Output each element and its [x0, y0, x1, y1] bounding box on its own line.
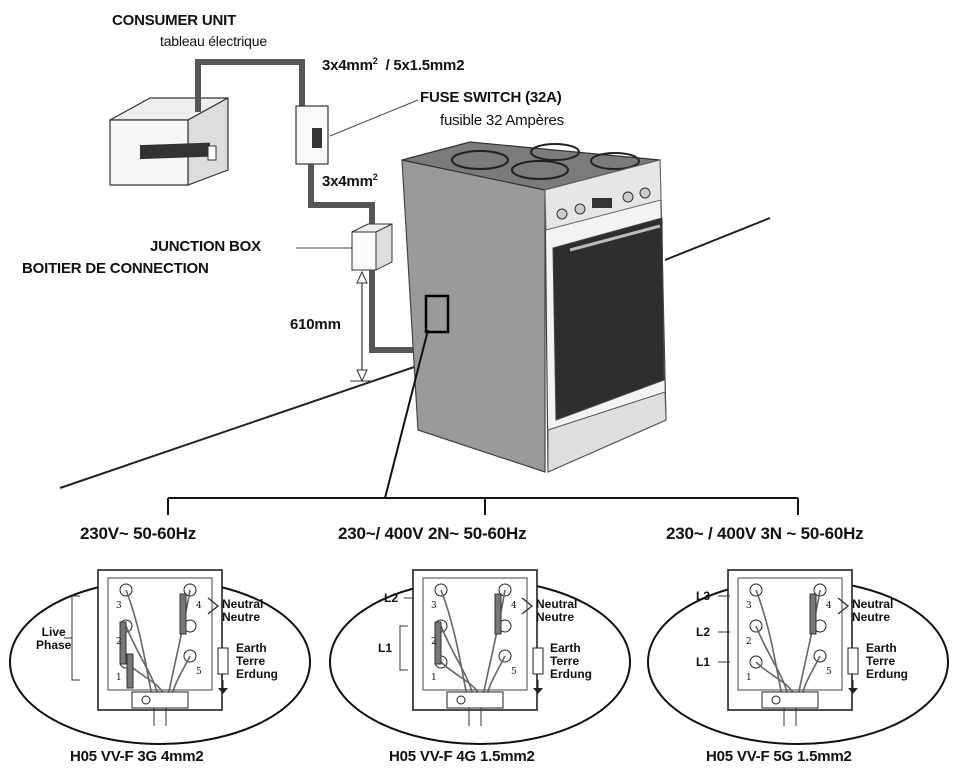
panel-1-cable: H05 VV-F 3G 4mm2: [70, 748, 204, 765]
cooker: [401, 141, 667, 473]
junction-box: [351, 223, 393, 271]
cable-to-junction: [308, 164, 375, 232]
fuse-leader-line: [329, 99, 419, 137]
p2-terminal-4: 4: [511, 601, 517, 611]
panel-1-supply: 230V~ 50-60Hz: [80, 524, 197, 543]
floor-line-right: [664, 217, 771, 261]
panel-3-l1-label: L1: [696, 655, 711, 669]
panel-2-graphic: [329, 569, 631, 745]
p3-terminal-5: 5: [826, 667, 832, 677]
p2-terminal-2: 2: [431, 637, 437, 647]
consumer-unit-label: CONSUMER UNIT: [112, 12, 237, 29]
p1-terminal-2: 2: [116, 637, 122, 647]
cable-top-label: 3x4mm2 / 5x1.5mm2: [322, 56, 465, 74]
consumer-unit-label-fr: tableau électrique: [160, 33, 267, 49]
p2-terminal-3: 3: [431, 601, 437, 611]
consumer-unit-box: [109, 96, 229, 186]
p1-terminal-4: 4: [196, 601, 202, 611]
cable-mid-label: 3x4mm2: [322, 172, 378, 190]
p3-terminal-3: 3: [746, 601, 752, 611]
p2-terminal-1: 1: [431, 673, 437, 683]
panel-3-cable: H05 VV-F 5G 1.5mm2: [706, 748, 852, 765]
p3-terminal-1: 1: [746, 673, 752, 683]
fuse-switch-label-fr: fusible 32 Ampères: [440, 112, 564, 129]
panel-2-supply: 230~/ 400V 2N~ 50-60Hz: [338, 524, 527, 543]
p3-terminal-4: 4: [826, 601, 832, 611]
height-label: 610mm: [290, 316, 341, 333]
height-dimension-arrow: [350, 270, 374, 383]
panel-3-l3-label: L3: [696, 589, 711, 603]
panel-1-graphic: [9, 569, 311, 745]
panel-3-graphic: [647, 569, 949, 745]
p3-terminal-2: 2: [746, 637, 752, 647]
p1-terminal-3: 3: [116, 601, 122, 611]
cable-to-fuse: [195, 59, 305, 112]
p1-terminal-5: 5: [196, 667, 202, 677]
panel-bracket: [167, 497, 799, 515]
pointer-line: [384, 329, 429, 499]
panel-3-l2-label: L2: [696, 625, 711, 639]
fuse-switch-label: FUSE SWITCH (32A): [420, 89, 562, 106]
p2-terminal-5: 5: [511, 667, 517, 677]
panel-2-l2-label: L2: [384, 591, 399, 605]
cable-to-cooker: [369, 270, 416, 353]
junction-box-label: JUNCTION BOX: [150, 238, 261, 255]
fuse-switch-box: [295, 105, 329, 165]
panel-2-cable: H05 VV-F 4G 1.5mm2: [389, 748, 535, 765]
panel-2-l1-label: L1: [378, 641, 393, 655]
p1-terminal-1: 1: [116, 673, 122, 683]
panel-3-supply: 230~ / 400V 3N ~ 50-60Hz: [666, 524, 864, 543]
floor-line-left: [59, 364, 421, 489]
junction-box-label-fr: BOITIER DE CONNECTION: [22, 260, 209, 277]
